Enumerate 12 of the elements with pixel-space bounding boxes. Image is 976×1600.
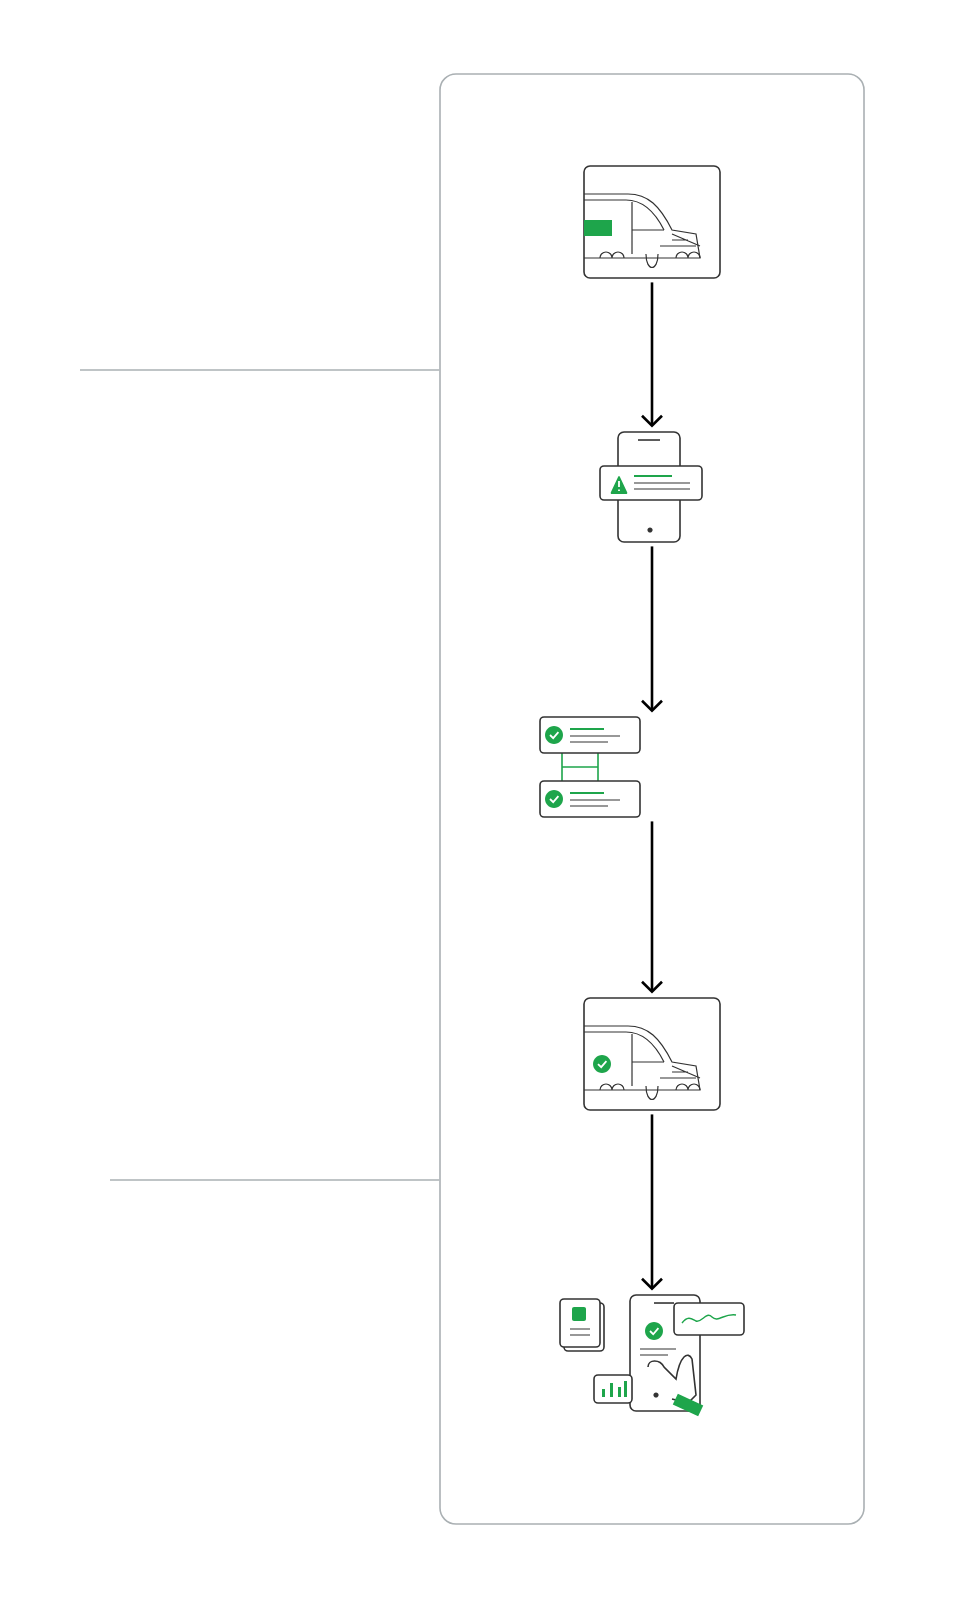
van-drawing (583, 165, 721, 279)
arrow (641, 546, 663, 713)
connector-line (79, 369, 440, 371)
connector-line (109, 1179, 440, 1181)
phone-drawing (599, 431, 703, 543)
arrow (641, 821, 663, 994)
panel (439, 73, 865, 1525)
arrow (641, 282, 663, 428)
arrow (641, 1114, 663, 1291)
van-drawing (583, 997, 721, 1111)
checklist-drawing (539, 716, 641, 818)
app-drawing (559, 1294, 745, 1417)
